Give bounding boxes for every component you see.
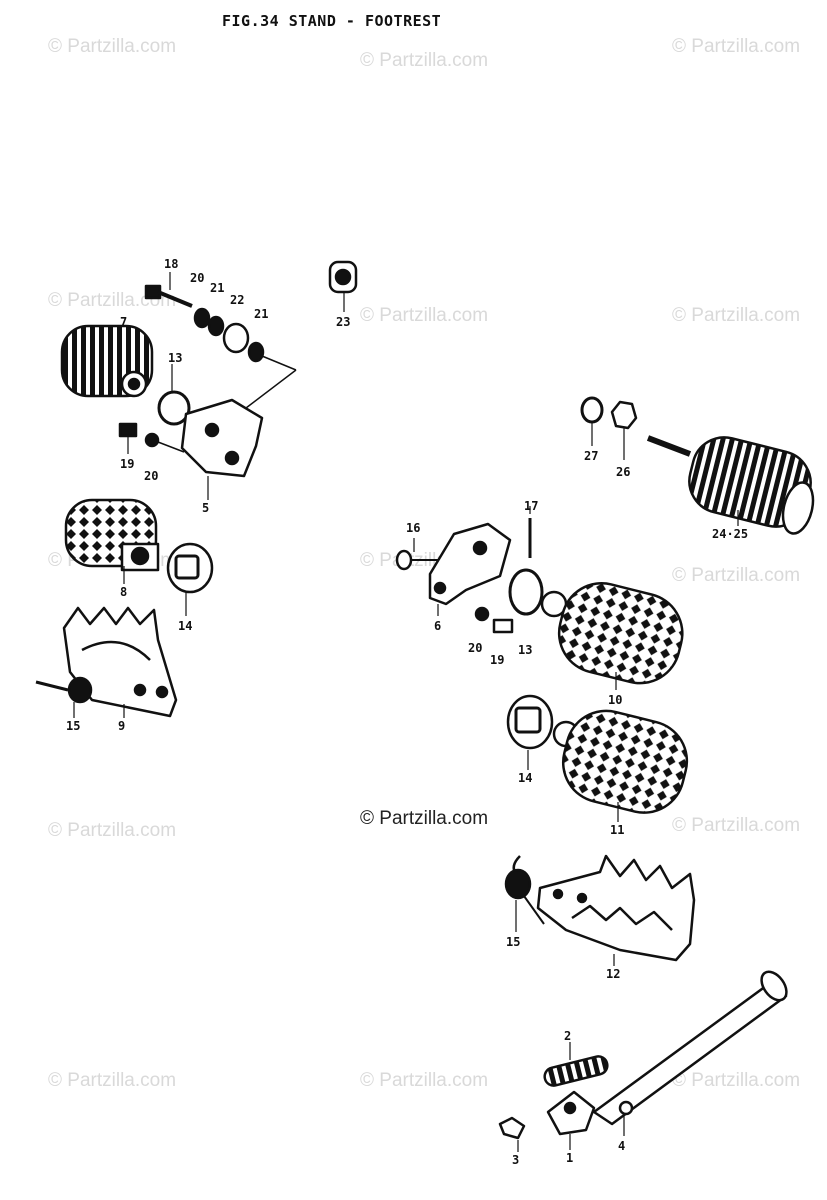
- bolt-19-right: [492, 618, 514, 634]
- watermark: © Partzilla.com: [672, 815, 801, 836]
- watermark: © Partzilla.com: [672, 565, 801, 586]
- spacer-22: [222, 322, 250, 354]
- spring-15-right: [504, 855, 545, 925]
- callout-6: 6: [434, 619, 441, 633]
- washer-21b: [247, 341, 265, 363]
- callout-19-right: 19: [490, 653, 504, 667]
- callout-22: 22: [230, 293, 244, 307]
- callout-3: 3: [512, 1153, 519, 1167]
- bracket-6: [428, 522, 512, 606]
- callout-9: 9: [118, 719, 125, 733]
- spring-15-left: [35, 676, 93, 704]
- callout-18: 18: [164, 257, 178, 271]
- footrest-rubber-left-7: [60, 324, 154, 398]
- watermark: © Partzilla.com: [672, 305, 801, 326]
- callout-20: 20: [190, 271, 204, 285]
- washer-20-left: [144, 432, 160, 448]
- washer-20: [193, 307, 211, 329]
- watermark: © Partzilla.com: [672, 1070, 801, 1091]
- footrest-grip-11: [552, 709, 689, 814]
- o-ring-13-left: [157, 390, 191, 426]
- pad-14-left: [166, 542, 214, 594]
- bracket-5: [180, 398, 264, 478]
- callout-23: 23: [336, 315, 350, 329]
- pad-14-right: [506, 694, 554, 750]
- footpeg-serrated-12: [536, 854, 696, 962]
- callout-5: 5: [202, 501, 209, 515]
- washer-21: [207, 315, 225, 337]
- stand-spring-2: [543, 1055, 609, 1087]
- callout-13-left: 13: [168, 351, 182, 365]
- callout-14-right: 14: [518, 771, 532, 785]
- bolt-19-left: [118, 422, 138, 438]
- callout-13-right: 13: [518, 643, 532, 657]
- side-stand-1: [546, 970, 788, 1136]
- watermark: © Partzilla.com: [48, 820, 177, 841]
- copyright-notice: © Partzilla.com: [360, 808, 489, 829]
- callout-17: 17: [524, 499, 538, 513]
- watermark: © Partzilla.com: [360, 50, 489, 71]
- clip-4: [618, 1100, 634, 1116]
- footrest-grip-10: [540, 582, 684, 685]
- cap-23: [328, 260, 358, 294]
- watermark: © Partzilla.com: [48, 36, 177, 57]
- callout-26: 26: [616, 465, 630, 479]
- callout-16: 16: [406, 521, 420, 535]
- bolt-3: [498, 1116, 526, 1140]
- callout-24-25: 24·25: [712, 527, 748, 541]
- callout-11: 11: [610, 823, 624, 837]
- leader-lines: [73, 272, 739, 1152]
- callout-21: 21: [210, 281, 224, 295]
- callout-19-left: 19: [120, 457, 134, 471]
- callout-8: 8: [120, 585, 127, 599]
- callout-20-right: 20: [468, 641, 482, 655]
- callout-numbers: 18 20 21 22 21 23 7 13 19 20 5 8 14 15 9…: [66, 257, 748, 1167]
- watermark: © Partzilla.com: [360, 1070, 489, 1091]
- callout-20-left: 20: [144, 469, 158, 483]
- washer-20-right: [474, 606, 490, 622]
- footrest-rubber-right-24-25: [646, 435, 815, 535]
- callout-15-left: 15: [66, 719, 80, 733]
- callout-27: 27: [584, 449, 598, 463]
- bolt-18: [144, 284, 193, 308]
- callout-14-left: 14: [178, 619, 192, 633]
- washer-27: [580, 396, 604, 424]
- footrest-grip-8: [64, 498, 160, 572]
- callout-10: 10: [608, 693, 622, 707]
- figure-title: FIG.34 STAND - FOOTREST: [222, 12, 442, 30]
- o-ring-13-right: [508, 568, 544, 616]
- watermark: © Partzilla.com: [360, 305, 489, 326]
- callout-21b: 21: [254, 307, 268, 321]
- callout-2: 2: [564, 1029, 571, 1043]
- callout-1: 1: [566, 1151, 573, 1165]
- callout-7: 7: [120, 315, 127, 329]
- watermark: © Partzilla.com: [48, 290, 177, 311]
- callout-15-right: 15: [506, 935, 520, 949]
- callout-4: 4: [618, 1139, 625, 1153]
- callout-12: 12: [606, 967, 620, 981]
- watermark: © Partzilla.com: [48, 1070, 177, 1091]
- nut-26: [610, 400, 638, 430]
- watermark: © Partzilla.com: [672, 36, 801, 57]
